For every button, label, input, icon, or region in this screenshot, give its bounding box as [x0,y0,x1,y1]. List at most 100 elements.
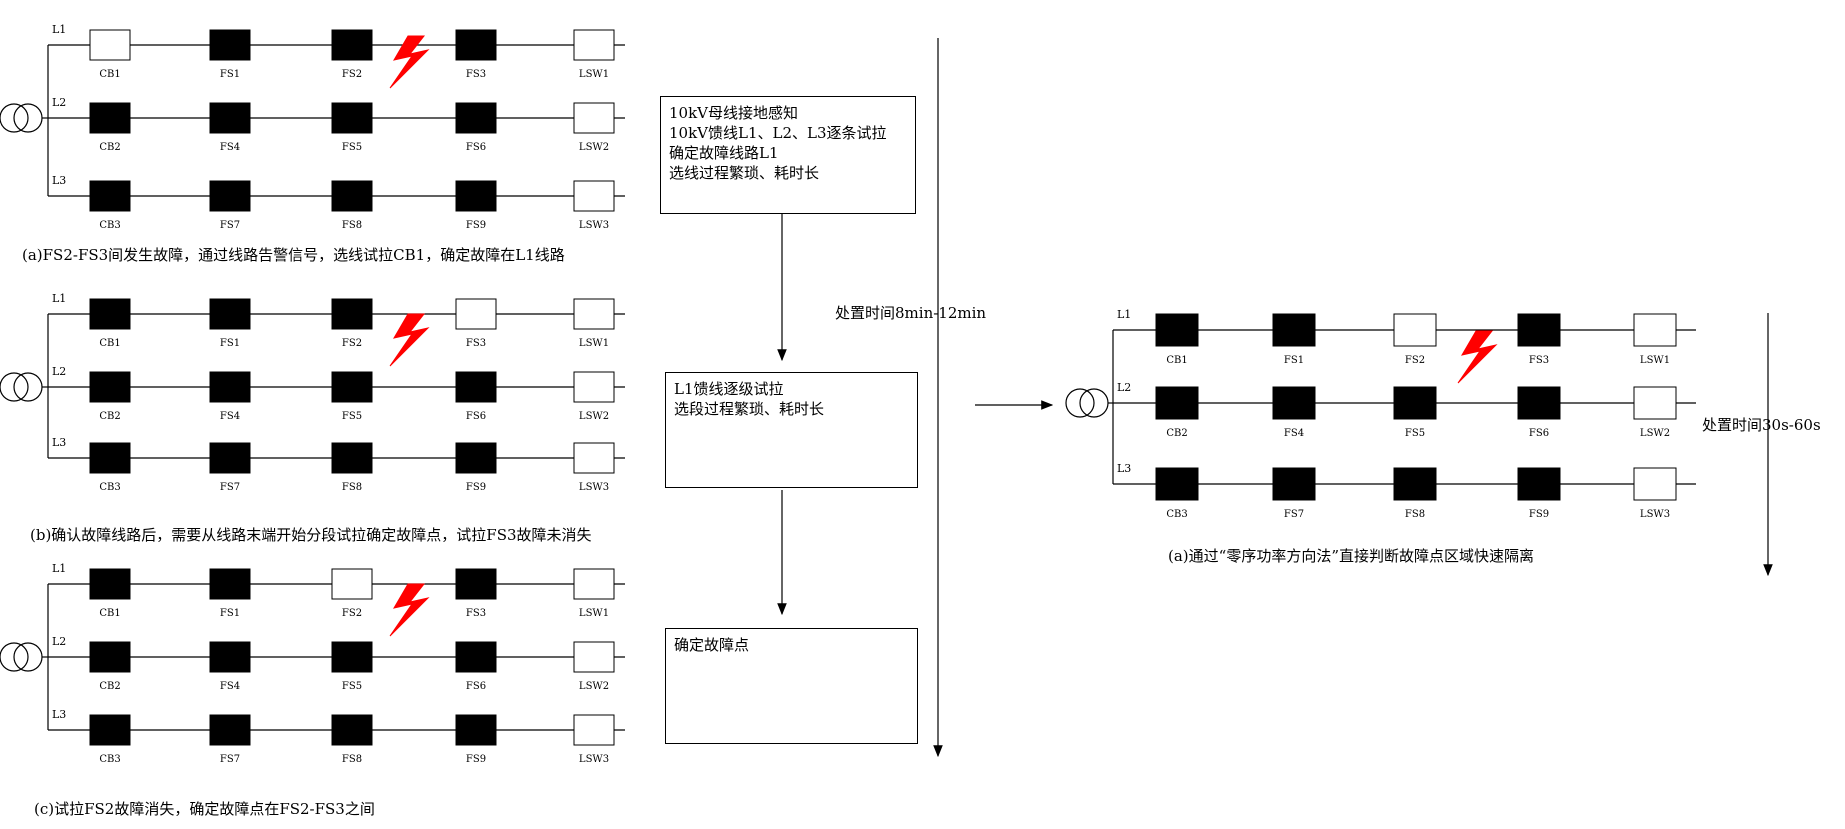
feeder-label: L1 [52,562,66,575]
transformer-icon [0,103,48,133]
switch-label: FS3 [466,608,486,619]
switch-open [573,641,615,673]
switch-label: FS4 [220,142,240,153]
switch-label: FS6 [466,681,486,692]
switch-label: CB2 [99,681,120,692]
switch-closed [1517,313,1561,347]
switch-label: LSW1 [579,338,609,349]
switch-closed [1155,467,1199,501]
feeder-label: L3 [1117,462,1131,475]
switch-closed [331,102,373,134]
switch-label: FS5 [1405,428,1425,439]
switch-label: FS4 [1284,428,1304,439]
switch-label: FS1 [1284,355,1304,366]
feeder-label: L3 [52,708,66,721]
switch-closed [209,298,251,330]
feeder-label: L1 [52,292,66,305]
switch-closed [209,641,251,673]
switch-label: LSW2 [579,142,609,153]
switch-label: CB1 [99,69,120,80]
switch-closed [209,29,251,61]
switch-closed [209,180,251,212]
switch-closed [455,442,497,474]
switch-label: FS7 [220,754,240,765]
switch-open [573,298,615,330]
duration-new-method: 处置时间30s-60s [1702,416,1821,434]
switch-label: FS3 [466,69,486,80]
switch-open [1393,313,1437,347]
caption-a: (a)FS2-FS3间发生故障，通过线路告警信号，选线试拉CB1，确定故障在L1… [22,246,565,264]
note-step1-line: 10kV母线接地感知 [669,104,799,122]
note-step1-line: 选线过程繁琐、耗时长 [669,164,820,182]
transformer-icon [0,372,48,402]
switch-open [89,29,131,61]
switch-open [1633,313,1677,347]
switch-label: FS5 [342,411,362,422]
note-step3-line: 确定故障点 [674,636,750,654]
switch-closed [1393,467,1437,501]
switch-closed [1155,386,1199,420]
switch-label: FS8 [342,482,362,493]
switch-label: FS9 [1529,509,1549,520]
feeder-label: L3 [52,436,66,449]
switch-closed [89,298,131,330]
switch-closed [209,371,251,403]
switch-label: FS6 [1529,428,1549,439]
switch-label: CB3 [99,482,120,493]
note-step2: L1馈线逐级试拉 选段过程繁琐、耗时长 [665,372,918,488]
switch-label: FS4 [220,411,240,422]
switch-closed [455,29,497,61]
duration-traditional: 处置时间8min-12min [835,304,987,322]
switch-closed [89,180,131,212]
switch-closed [1272,386,1316,420]
switch-label: CB1 [99,338,120,349]
transformer-icon [0,642,48,672]
switch-closed [209,714,251,746]
switch-label: FS8 [1405,509,1425,520]
switch-closed [455,102,497,134]
switch-label: LSW3 [1640,509,1670,520]
switch-label: CB2 [1166,428,1187,439]
lightning-bolt-icon [1457,330,1498,384]
switch-label: CB2 [99,142,120,153]
switch-closed [209,568,251,600]
transformer-icon [1065,388,1113,418]
lightning-bolt-icon [389,583,430,637]
switch-label: FS2 [342,608,362,619]
switch-label: FS2 [342,338,362,349]
switch-label: CB3 [99,754,120,765]
switch-label: FS7 [220,220,240,231]
switch-open [455,298,497,330]
feeder-label: L2 [52,635,66,648]
switch-label: LSW1 [1640,355,1670,366]
switch-label: FS1 [220,69,240,80]
note-step1-line: 确定故障线路L1 [669,144,779,162]
switch-label: LSW2 [579,411,609,422]
feeder-label: L2 [52,96,66,109]
switch-closed [331,641,373,673]
switch-closed [89,371,131,403]
switch-label: LSW2 [1640,428,1670,439]
switch-open [573,442,615,474]
switch-closed [209,102,251,134]
switch-label: FS3 [1529,355,1549,366]
switch-label: CB3 [1166,509,1187,520]
switch-label: FS8 [342,220,362,231]
feeder-label: L2 [1117,381,1131,394]
switch-label: FS1 [220,338,240,349]
switch-label: CB1 [1166,355,1187,366]
switch-closed [89,714,131,746]
note-step1-line: 10kV馈线L1、L2、L3逐条试拉 [669,124,887,142]
switch-label: FS3 [466,338,486,349]
switch-label: LSW1 [579,608,609,619]
lightning-bolt-icon [389,313,430,367]
switch-label: FS9 [466,482,486,493]
switch-label: LSW2 [579,681,609,692]
switch-open [573,180,615,212]
switch-label: FS5 [342,142,362,153]
switch-closed [331,180,373,212]
switch-closed [1272,313,1316,347]
